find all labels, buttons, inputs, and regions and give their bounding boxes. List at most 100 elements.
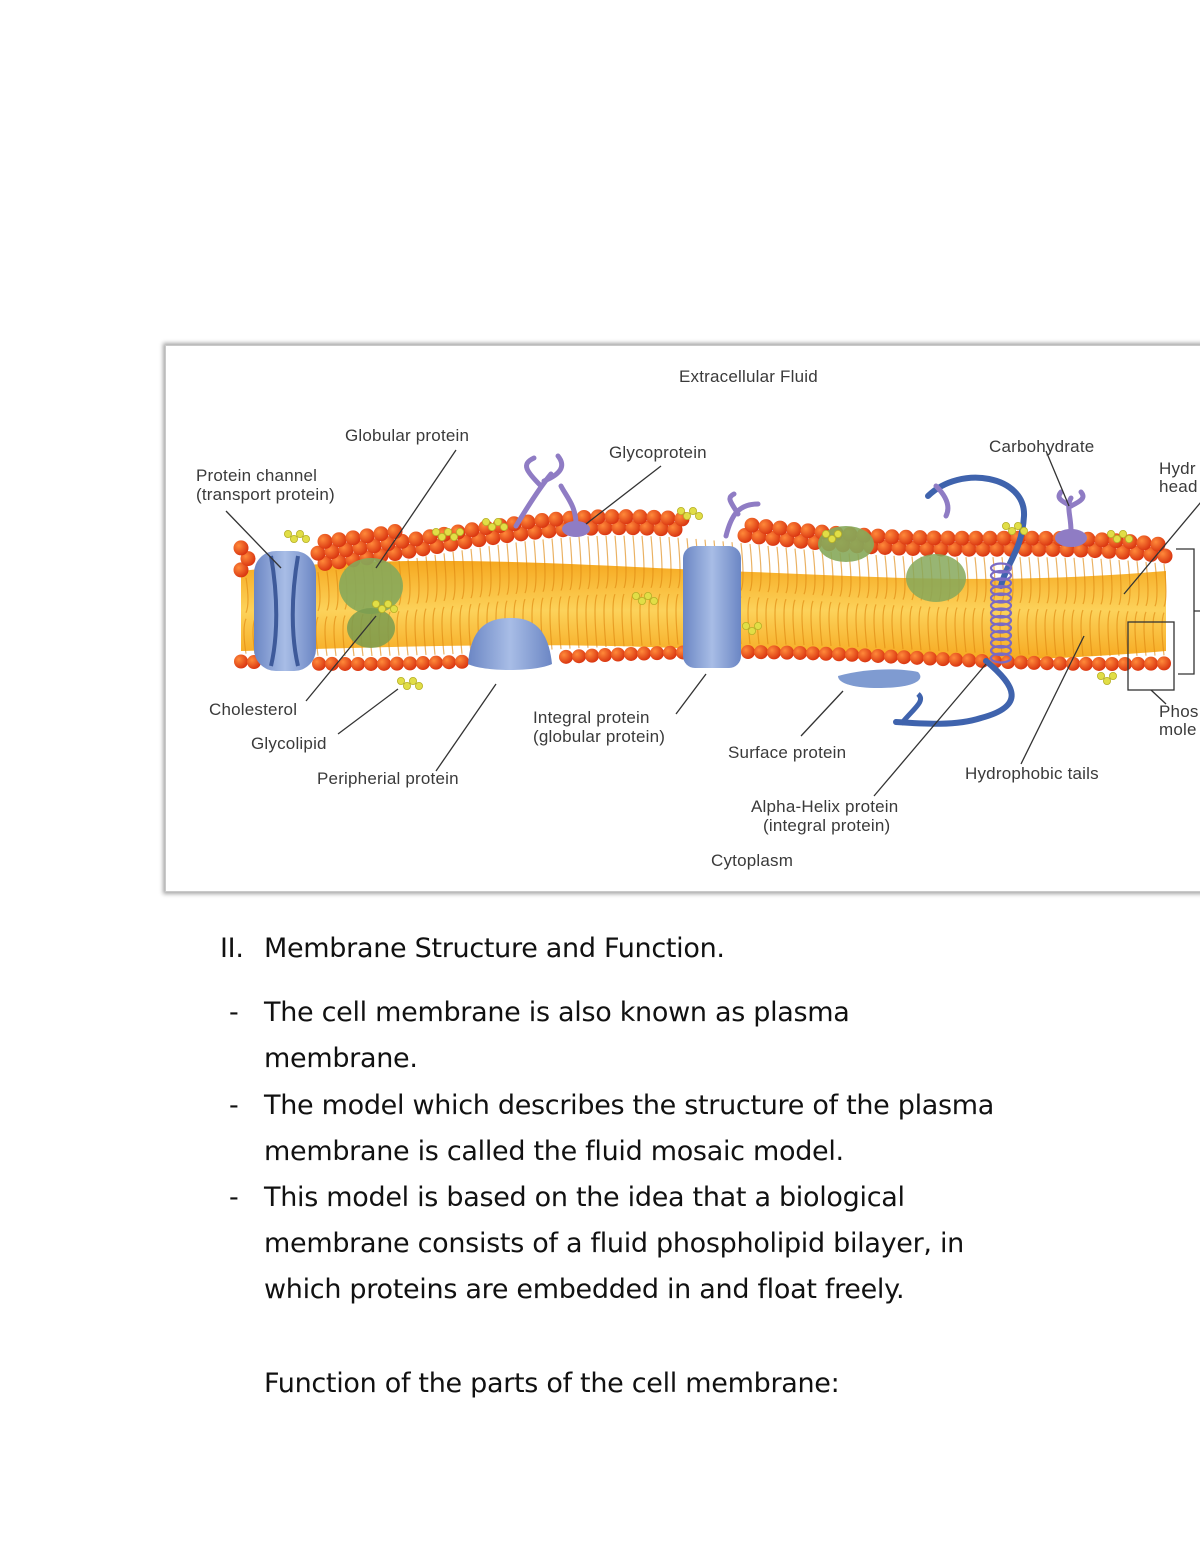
phospholipid-head	[744, 517, 760, 533]
cholesterol-bead	[493, 517, 502, 526]
carbohydrate-base	[1055, 529, 1087, 547]
phospholipid-head	[919, 541, 935, 557]
label-cytoplasm: Cytoplasm	[711, 851, 794, 870]
cholesterol-bead	[1014, 521, 1023, 530]
phospholipid-tail	[450, 551, 456, 655]
phospholipid-tail	[558, 537, 564, 650]
cholesterol-bead	[822, 529, 831, 538]
label-hydrophilic-head: Hydr	[1159, 459, 1196, 478]
phospholipid-tail	[1080, 558, 1086, 656]
cholesterol-bead	[499, 522, 508, 531]
phospholipid-head	[310, 545, 326, 561]
phospholipid-head	[947, 541, 963, 557]
cholesterol-bead	[443, 527, 452, 536]
phospholipid-tail	[405, 559, 411, 656]
phospholipid-head	[1144, 656, 1158, 671]
phospholipid-head	[403, 656, 417, 671]
phospholipid-tail	[891, 555, 897, 649]
phospholipid-head	[758, 519, 774, 535]
cholesterol-bead	[431, 527, 440, 536]
phospholipid-head	[923, 651, 937, 666]
section-heading: Membrane Structure and Function.	[264, 933, 725, 964]
phospholipid-head	[520, 514, 536, 530]
cholesterol-bead	[689, 506, 698, 515]
phospholipid-tail	[675, 537, 681, 645]
phospholipid-head	[663, 645, 677, 660]
phospholipid-head	[653, 521, 669, 537]
helix-turn	[989, 592, 1013, 604]
phospholipid-tail	[810, 550, 816, 646]
label-globular-protein: Globular protein	[345, 426, 470, 445]
alpha-helix-tail	[899, 692, 924, 726]
phospholipid-head	[772, 520, 788, 536]
phospholipid-tail	[783, 547, 789, 645]
label-peripheral-protein: Peripherial protein	[317, 769, 459, 788]
phospholipid-tail	[1053, 557, 1059, 656]
phospholipid-tail	[1134, 561, 1140, 656]
phospholipid-head	[611, 647, 625, 662]
phospholipid-head	[611, 520, 627, 536]
phospholipid-head	[1118, 656, 1132, 671]
phospholipid-head	[905, 540, 921, 556]
phospholipid-head	[1131, 656, 1145, 671]
phospholipid-head	[996, 530, 1012, 546]
phospholipid-head	[806, 646, 820, 661]
phospholipid-head	[576, 509, 592, 525]
cholesterol-bead	[1008, 526, 1017, 535]
bullet-marker: -	[229, 997, 239, 1028]
phospholipid-head	[897, 650, 911, 665]
cholesterol-bead	[487, 522, 496, 531]
phospholipid-tail	[567, 537, 573, 649]
cholesterol-bead	[1107, 529, 1116, 538]
phospholipid-head	[910, 650, 924, 665]
phospholipid-head	[793, 645, 807, 660]
phospholipid-tail	[981, 557, 987, 654]
phospholipid-head	[351, 656, 365, 671]
membrane-figure: Extracellular Fluid Globular protein Gly…	[165, 345, 1200, 892]
phospholipid-head	[624, 646, 638, 661]
cell-membrane-diagram	[225, 449, 1200, 797]
phospholipid-tail	[612, 535, 618, 647]
cholesterol-bead	[408, 676, 417, 685]
phospholipid-tail	[1035, 557, 1041, 656]
cholesterol-bead	[1020, 526, 1029, 535]
phospholipid-tail	[549, 538, 555, 650]
label-glycoprotein: Glycoprotein	[609, 443, 707, 462]
phospholipid-head	[962, 653, 976, 668]
phospholipid-head	[604, 509, 620, 525]
bullet-marker: -	[229, 1090, 239, 1121]
phospholipid-tail	[963, 557, 969, 653]
bullet-1-line-2: membrane.	[264, 1043, 418, 1074]
phospholipid-tail	[468, 548, 474, 654]
peripheral-protein	[468, 618, 552, 670]
phospholipid-tail	[1152, 562, 1158, 656]
phospholipid-tail	[1098, 558, 1104, 657]
alpha-helix-chain	[925, 474, 1028, 589]
phospholipid-head	[968, 530, 984, 546]
cholesterol-bead	[748, 626, 757, 635]
phospholipid-tail	[873, 554, 879, 648]
label-protein-channel-sub: (transport protein)	[196, 485, 335, 504]
phospholipid-head	[1150, 536, 1166, 552]
phospholipid-head	[597, 520, 613, 536]
phospholipid-head	[926, 530, 942, 546]
phospholipid-tail	[441, 553, 447, 655]
helix-turn	[989, 577, 1013, 589]
phospholipid-head	[800, 523, 816, 539]
label-extracellular-fluid: Extracellular Fluid	[679, 367, 818, 386]
helix-turn	[989, 637, 1013, 649]
phospholipid-head	[1045, 541, 1061, 557]
phospholipid-head	[429, 655, 443, 670]
alpha-helix-chain-lower	[893, 658, 1015, 727]
phospholipid-tail	[414, 557, 420, 656]
bracket	[1127, 548, 1200, 691]
cholesterol-bead	[481, 517, 490, 526]
phospholipid-head	[1105, 656, 1119, 671]
phospholipid-head	[364, 656, 378, 671]
phospholipid-tail	[1071, 557, 1077, 656]
phospholipid-head	[625, 520, 641, 536]
phospholipid-head	[233, 562, 249, 578]
cholesterol-bead	[1097, 671, 1106, 680]
phospholipid-head	[1073, 542, 1089, 558]
phospholipid-head	[632, 509, 648, 525]
